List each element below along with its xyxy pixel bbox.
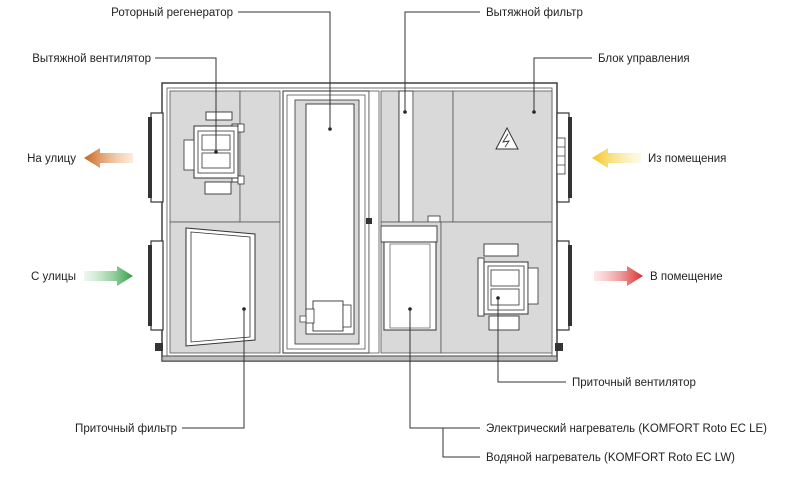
label-from-room: Из помещения: [648, 153, 726, 165]
label-from-outside: С улицы: [31, 271, 76, 283]
label-control-block: Блок управления: [598, 53, 690, 65]
rotor-compartment: [282, 90, 370, 354]
duct-connector-left-bottom: [148, 240, 164, 331]
arrow-to-outside: [84, 148, 133, 168]
label-supply-filter: Приточный фильтр: [75, 423, 177, 435]
arrow-from-room: [592, 148, 641, 168]
exhaust-filter-compartment: [380, 90, 454, 223]
control-block: [452, 90, 553, 223]
arrow-to-room: [594, 266, 643, 286]
label-exhaust-filter: Вытяжной фильтр: [486, 7, 583, 19]
label-to-outside: На улицу: [27, 153, 76, 165]
duct-connector-right-bottom: [556, 240, 572, 331]
label-rotor-regenerator: Роторный регенератор: [111, 7, 233, 19]
label-electric-heater: Электрический нагреватель (KOMFORT Roto …: [486, 423, 767, 435]
heater-compartment: [380, 221, 442, 354]
supply-fan: [477, 243, 539, 331]
label-water-heater: Водяной нагреватель (KOMFORT Roto EC LW): [486, 452, 735, 464]
label-to-room: В помещение: [650, 271, 723, 283]
duct-connector-left-top: [148, 112, 164, 203]
label-exhaust-fan: Вытяжной вентилятор: [32, 53, 151, 65]
arrow-from-outside: [84, 266, 133, 286]
supply-filter-compartment: [169, 221, 281, 354]
center-divider: [366, 90, 380, 354]
leader-lines: [155, 11, 592, 458]
label-supply-fan: Приточный вентилятор: [572, 377, 696, 389]
duct-connector-right-top: [556, 112, 572, 203]
